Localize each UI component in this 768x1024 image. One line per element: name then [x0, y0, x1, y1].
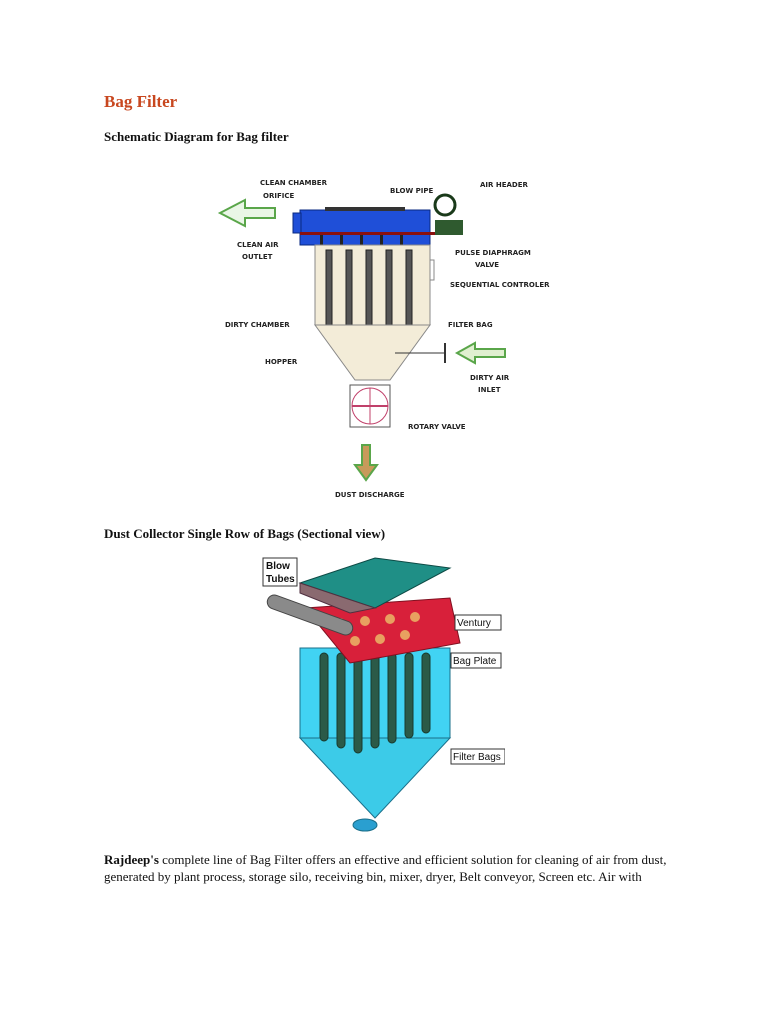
clean-air-outlet-arrow-icon	[217, 198, 276, 228]
svg-text:BLOW PIPE: BLOW PIPE	[390, 187, 434, 195]
intro-paragraph: Rajdeep's complete line of Bag Filter of…	[104, 851, 704, 885]
svg-text:CLEAN AIR: CLEAN AIR	[237, 241, 279, 249]
svg-text:Filter Bags: Filter Bags	[453, 752, 501, 763]
svg-text:DIRTY CHAMBER: DIRTY CHAMBER	[225, 321, 290, 329]
svg-text:CLEAN CHAMBER: CLEAN CHAMBER	[260, 179, 328, 187]
svg-text:OUTLET: OUTLET	[242, 253, 273, 261]
svg-text:DIRTY AIR: DIRTY AIR	[470, 374, 510, 382]
svg-text:Bag Plate: Bag Plate	[453, 656, 497, 667]
svg-text:AIR HEADER: AIR HEADER	[480, 181, 528, 189]
svg-text:VALVE: VALVE	[475, 261, 499, 269]
svg-text:PULSE DIAPHRAGM: PULSE DIAPHRAGM	[455, 249, 531, 257]
svg-text:ORIFICE: ORIFICE	[263, 192, 294, 200]
sectional-view-diagram: Blow Tubes Ventury Bag Plate Filter Bags	[262, 557, 505, 832]
svg-text:HOPPER: HOPPER	[265, 358, 298, 366]
svg-text:ROTARY VALVE: ROTARY VALVE	[408, 423, 466, 431]
svg-text:Ventury: Ventury	[457, 618, 491, 629]
dirty-air-inlet-arrow-icon	[454, 341, 506, 365]
section-heading-sectional: Dust Collector Single Row of Bags (Secti…	[104, 526, 386, 541]
section-heading-schematic: Schematic Diagram for Bag filter	[104, 129, 289, 144]
paragraph-text: complete line of Bag Filter offers an ef…	[104, 852, 667, 884]
svg-text:DUST DISCHARGE: DUST DISCHARGE	[335, 491, 405, 499]
svg-text:Blow: Blow	[266, 561, 290, 572]
svg-text:SEQUENTIAL CONTROLER: SEQUENTIAL CONTROLER	[450, 281, 550, 289]
svg-text:FILTER BAG: FILTER BAG	[448, 321, 493, 329]
svg-text:Tubes: Tubes	[266, 574, 295, 585]
schematic-diagram: CLEAN AIR OUTLET CLEAN CHAMBER ORIFICE B…	[217, 179, 550, 499]
page-title: Bag Filter	[104, 92, 178, 111]
company-name: Rajdeep's	[104, 852, 159, 867]
svg-text:INLET: INLET	[478, 386, 501, 394]
dust-discharge-arrow-icon	[353, 444, 379, 482]
